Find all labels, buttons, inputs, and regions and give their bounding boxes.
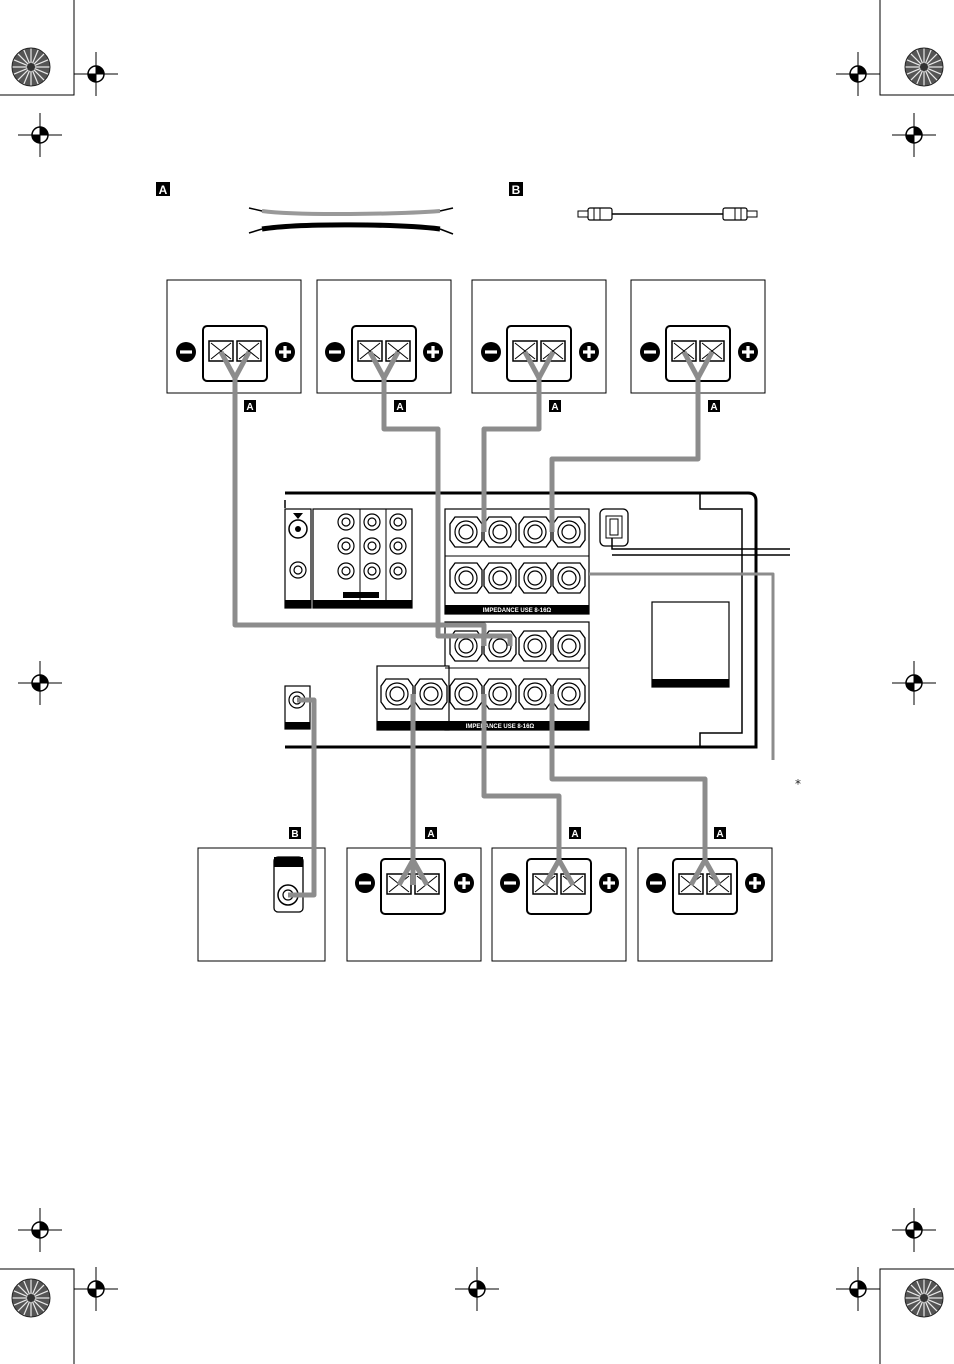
minus-terminal-icon — [355, 873, 375, 893]
cable-tags: A A A A B A A A — [244, 400, 726, 840]
subwoofer-output-jack — [284, 685, 311, 730]
svg-text:A: A — [427, 829, 434, 840]
registration-mark-icon — [891, 1207, 937, 1253]
tag-a-surround-back-left: A — [569, 827, 581, 840]
minus-terminal-icon — [646, 873, 666, 893]
svg-text:A: A — [396, 402, 403, 413]
minus-terminal-icon — [500, 873, 520, 893]
plus-terminal-icon — [275, 342, 295, 362]
registration-mark-icon — [73, 51, 119, 97]
registration-mark-icon — [891, 660, 937, 706]
minus-terminal-icon — [176, 342, 196, 362]
speaker-surround-back-right — [637, 847, 773, 962]
tag-a-surround-right: A — [708, 400, 720, 413]
registration-mark-icon — [17, 660, 63, 706]
plus-terminal-icon — [599, 873, 619, 893]
upper-speaker-terminal-block: IMPEDANCE USE 8-16Ω — [444, 508, 590, 615]
rating-label — [651, 601, 730, 688]
footnote-mark: * — [795, 777, 801, 791]
registration-mark-icon — [891, 112, 937, 158]
tag-a-surround-left: A — [549, 400, 561, 413]
svg-text:B: B — [291, 829, 298, 840]
plus-terminal-icon — [579, 342, 599, 362]
registration-mark-icon — [17, 112, 63, 158]
subwoofer-box — [197, 847, 326, 962]
cable-b-label: B — [512, 183, 521, 197]
plus-terminal-icon — [745, 873, 765, 893]
cable-legend-a: A — [156, 182, 454, 235]
impedance-label-lower: IMPEDANCE USE 8-16Ω — [466, 724, 535, 730]
tag-a-center: A — [425, 827, 437, 840]
registration-mark-icon — [835, 51, 881, 97]
color-wheel-icon — [904, 1278, 944, 1318]
svg-text:A: A — [571, 829, 578, 840]
minus-terminal-icon — [481, 342, 501, 362]
svg-text:A: A — [716, 829, 723, 840]
svg-text:A: A — [710, 402, 717, 413]
tag-a-front-left: A — [244, 400, 256, 413]
registration-mark-icon — [835, 1266, 881, 1312]
registration-mark-icon — [454, 1266, 500, 1312]
color-wheel-icon — [11, 47, 51, 87]
cable-legend-b: B — [509, 182, 758, 221]
antenna-connector — [599, 508, 790, 556]
speaker-cables — [218, 350, 775, 898]
color-wheel-icon — [11, 1278, 51, 1318]
plus-terminal-icon — [423, 342, 443, 362]
impedance-label-upper: IMPEDANCE USE 8-16Ω — [483, 608, 552, 614]
color-wheel-icon — [904, 47, 944, 87]
plus-terminal-icon — [738, 342, 758, 362]
minus-terminal-icon — [325, 342, 345, 362]
plus-terminal-icon — [454, 873, 474, 893]
video-input-section — [284, 508, 312, 609]
tag-a-front-right: A — [394, 400, 406, 413]
receiver-rear-panel: IMPEDANCE USE 8-16Ω IMPEDANCE USE 8-16Ω — [284, 491, 790, 749]
tag-b-subwoofer: B — [289, 827, 301, 840]
svg-text:A: A — [551, 402, 558, 413]
speaker-surround-back-left — [491, 847, 627, 962]
cable-a-label: A — [159, 183, 168, 197]
registration-mark-icon — [17, 1207, 63, 1253]
svg-text:A: A — [246, 402, 253, 413]
av-jack-grid — [312, 508, 413, 609]
registration-mark-icon — [73, 1266, 119, 1312]
minus-terminal-icon — [640, 342, 660, 362]
tag-a-surround-back-right: A — [714, 827, 726, 840]
